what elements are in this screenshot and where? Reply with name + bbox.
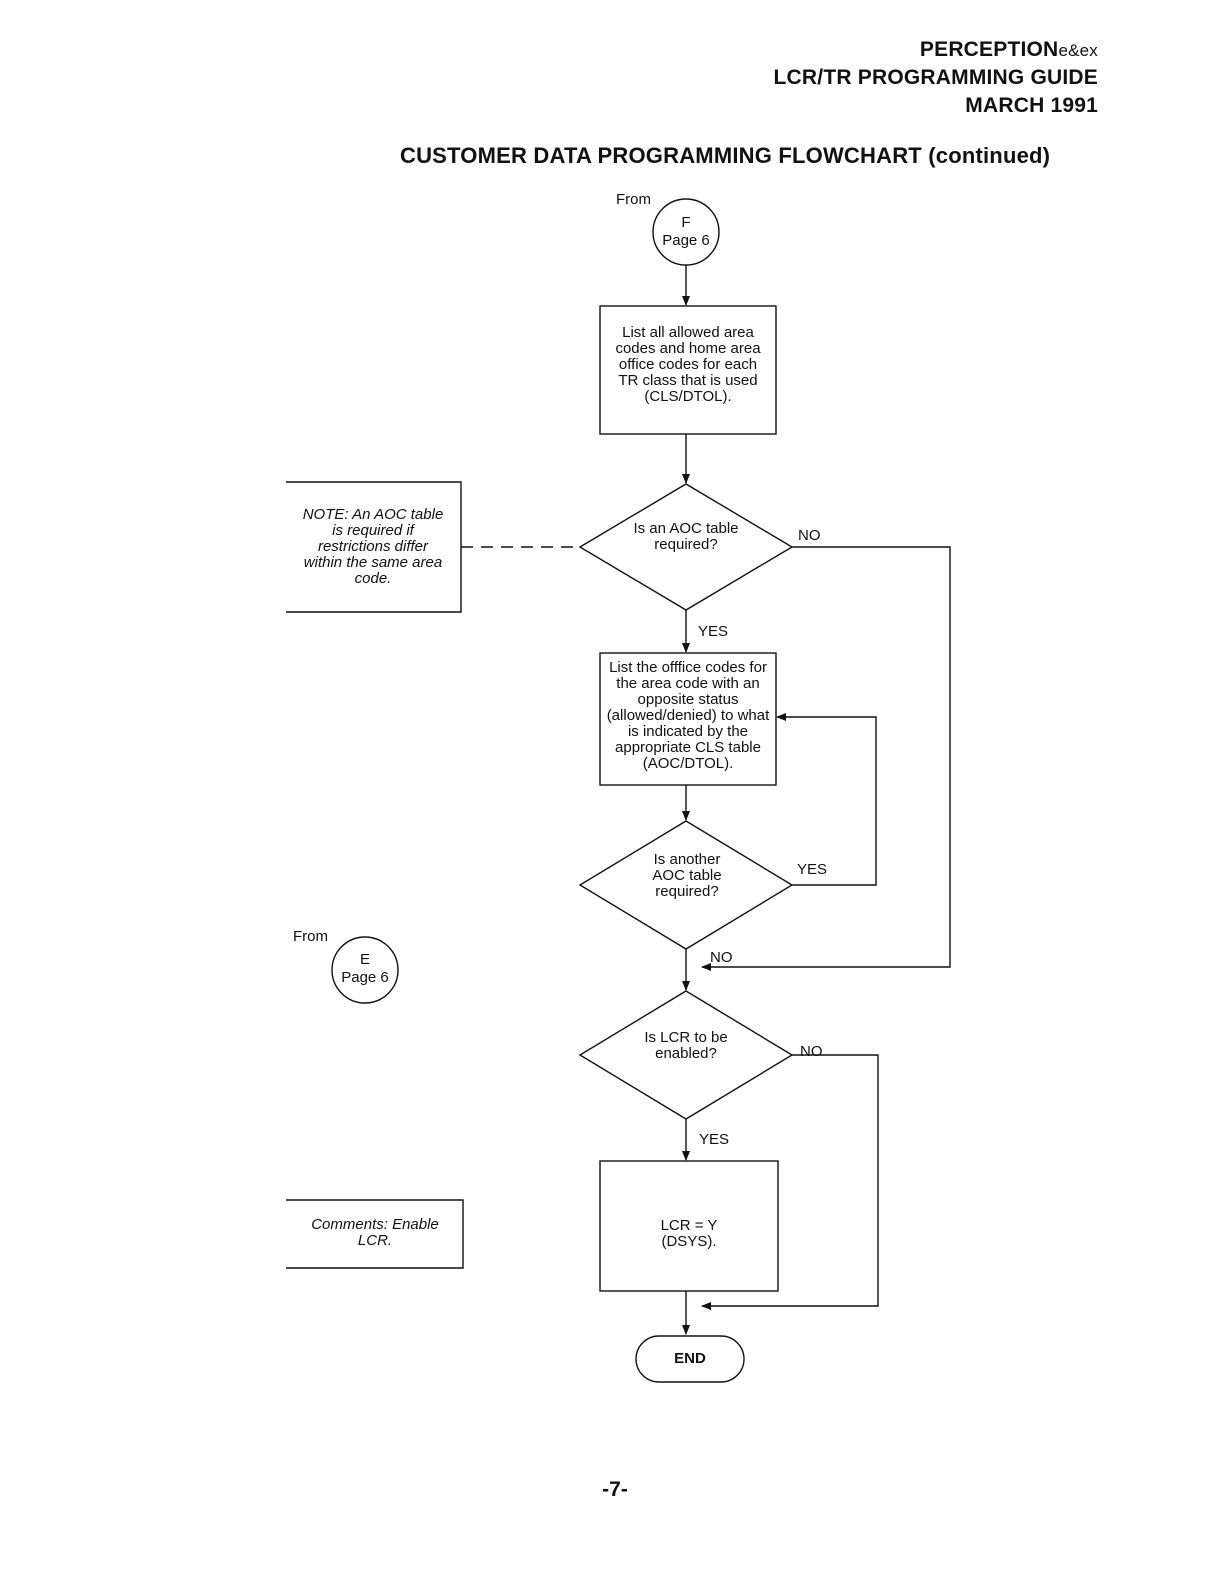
- d3-no-label: NO: [800, 1043, 823, 1060]
- comments-text: Comments: Enable LCR.: [311, 1216, 439, 1249]
- box3-shape: [599, 1160, 779, 1292]
- d3-yes-label: YES: [699, 1131, 730, 1148]
- connector-e-page: Page 6: [341, 969, 389, 986]
- product-name: PERCEPTION: [919, 38, 1059, 61]
- d1-no-label: NO: [798, 527, 821, 544]
- d2-no-label: NO: [710, 949, 733, 966]
- connector-e-from: From: [293, 928, 328, 945]
- comments-bracket: [286, 1199, 464, 1269]
- edge-d1-no: [701, 546, 951, 971]
- connector-f-letter: F: [681, 214, 691, 231]
- page-title: CUSTOMER DATA PROGRAMMING FLOWCHART (con…: [400, 143, 1051, 168]
- box1-shape: [599, 305, 777, 435]
- product-suffix: e&ex: [1058, 41, 1098, 60]
- header-date: MARCH 1991: [965, 94, 1098, 117]
- box1-text: List all allowed area codes and home are…: [615, 324, 761, 405]
- d1-yes-label: YES: [698, 623, 729, 640]
- connector-e-letter: E: [359, 951, 370, 968]
- header-guide: LCR/TR PROGRAMMING GUIDE: [773, 66, 1098, 89]
- decision3-text: Is LCR to be enabled?: [644, 1029, 728, 1062]
- end-shape: [635, 1335, 745, 1383]
- page-number: -7-: [602, 1478, 628, 1501]
- connector-f-page: Page 6: [662, 232, 710, 249]
- box3-text: LCR = Y (DSYS).: [660, 1217, 718, 1250]
- decision1-text: Is an AOC table required?: [633, 520, 739, 553]
- end-text: END: [674, 1350, 706, 1367]
- edge-d2-yes: [776, 713, 877, 886]
- edge-d3-no: [701, 1054, 879, 1310]
- connector-f-from: From: [616, 191, 651, 208]
- note1-text: NOTE: An AOC table is required if restri…: [302, 506, 444, 587]
- decision2-text: Is another AOC table required?: [652, 851, 722, 900]
- connector-e-circle: [331, 936, 399, 1004]
- header-product: PERCEPTIONe&ex: [920, 36, 1098, 64]
- d2-yes-label: YES: [797, 861, 828, 878]
- box2-text: List the offfice codes for the area code…: [606, 659, 770, 772]
